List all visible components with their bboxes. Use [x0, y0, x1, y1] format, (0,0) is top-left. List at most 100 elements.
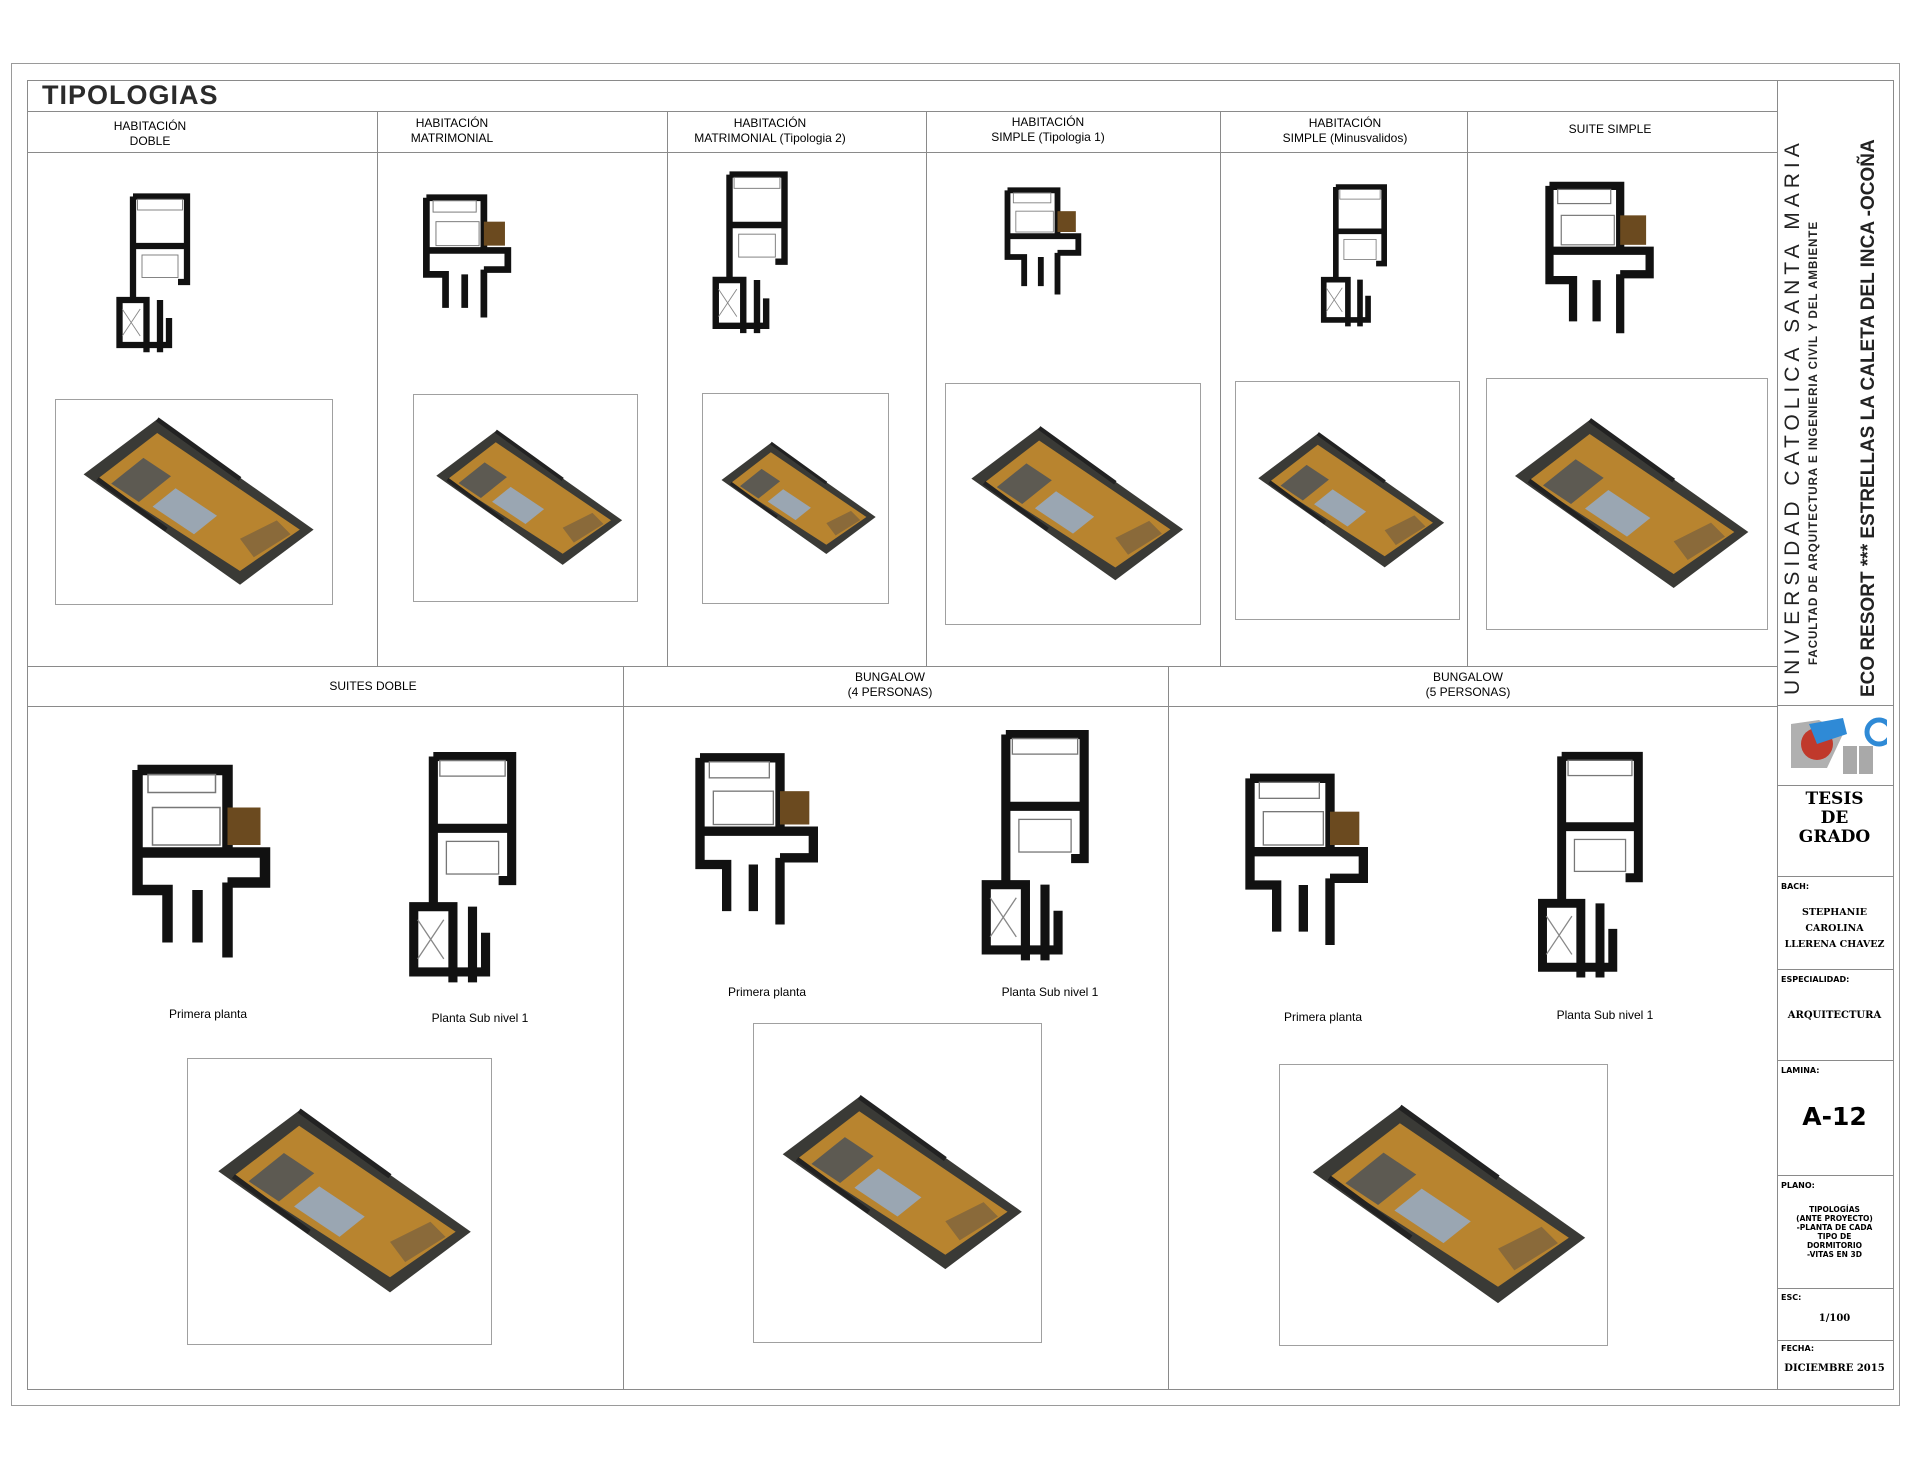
thesis-line: DE — [1820, 808, 1849, 828]
header-line: HABITACIÓN — [1011, 115, 1085, 129]
plan-desc-line: DORMITORIO — [1806, 1241, 1863, 1250]
tb-divider — [1777, 1288, 1894, 1289]
header-line: SUITES DOBLE — [329, 679, 417, 693]
plan-suite-simple — [1530, 180, 1675, 345]
tb-divider — [1777, 1340, 1894, 1341]
author-line: STEPHANIE — [1801, 907, 1868, 918]
col-divider — [926, 111, 927, 666]
header-habitacion-simple-minusvalidos: HABITACIÓN SIMPLE (Minusvalidos) — [1255, 116, 1435, 146]
caption-bungalow4-subnivel: Planta Sub nivel 1 — [1001, 985, 1099, 999]
col-divider — [623, 666, 624, 1390]
university-logo — [1791, 717, 1887, 774]
project-name: ECO RESORT *** ESTRELLAS LA CALETA DEL I… — [1858, 139, 1879, 697]
sheet-title: TIPOLOGIAS — [42, 80, 219, 110]
header-line: SIMPLE (Minusvalidos) — [1282, 131, 1408, 145]
drawing-frame — [27, 80, 1894, 1390]
header-habitacion-simple-t1: HABITACIÓN SIMPLE (Tipologia 1) — [958, 115, 1138, 145]
sheet-label: LAMINA: — [1781, 1066, 1820, 1075]
caption-suites-doble-subnivel: Planta Sub nivel 1 — [431, 1011, 529, 1025]
plan-bungalow4-subnivel — [965, 728, 1125, 963]
plan-desc-line: TIPO DE — [1817, 1232, 1852, 1241]
plan-desc-line: -VITAS EN 3D — [1807, 1250, 1862, 1259]
plan-desc-line: (ANTE PROYECTO) — [1796, 1214, 1873, 1223]
view-3d-habitacion-doble — [55, 399, 333, 605]
view-3d-suite-simple — [1486, 378, 1768, 630]
bottom-header-divider — [27, 706, 1777, 707]
plan-habitacion-doble — [115, 183, 205, 363]
header-line: MATRIMONIAL (Tipologia 2) — [694, 131, 846, 145]
header-suites-doble: SUITES DOBLE — [273, 679, 473, 694]
header-line: HABITACIÓN — [113, 119, 187, 133]
header-bungalow-5: BUNGALOW (5 PERSONAS) — [1368, 670, 1568, 700]
header-line: HABITACIÓN — [1308, 116, 1382, 130]
header-habitacion-matrimonial: HABITACIÓN MATRIMONIAL — [362, 116, 542, 146]
title-block-divider — [1777, 80, 1778, 1390]
faculty-name: FACULTAD DE ARQUITECTURA E INGENIERIA CI… — [1808, 220, 1820, 665]
specialty-value: ARQUITECTURA — [1787, 1010, 1882, 1021]
header-line: SIMPLE (Tipologia 1) — [991, 130, 1105, 144]
date-label: FECHA: — [1781, 1344, 1815, 1353]
plan-label: PLANO: — [1781, 1181, 1815, 1190]
plan-habitacion-simple-minusvalidos — [1310, 183, 1410, 328]
plan-desc-line: TIPOLOGÍAS — [1809, 1205, 1860, 1214]
header-line: MATRIMONIAL — [410, 131, 494, 145]
tb-divider — [1777, 876, 1894, 877]
col-divider — [667, 111, 668, 666]
col-divider — [377, 111, 378, 666]
tb-divider — [1777, 1175, 1894, 1176]
bach-label: BACH: — [1781, 882, 1810, 891]
header-line: BUNGALOW — [854, 670, 925, 684]
thesis-line: GRADO — [1798, 827, 1871, 847]
plan-suites-doble-primera — [115, 750, 295, 985]
plan-habitacion-matrimonial-t2 — [702, 170, 812, 335]
header-suite-simple: SUITE SIMPLE — [1520, 122, 1700, 137]
header-line: BUNGALOW — [1432, 670, 1503, 684]
tb-divider — [1777, 705, 1894, 706]
plan-bungalow4-primera — [680, 742, 840, 947]
view-3d-habitacion-simple-minusvalidos — [1235, 381, 1460, 620]
author-line: LLERENA CHAVEZ — [1784, 939, 1885, 950]
scale-value: 1/100 — [1818, 1313, 1851, 1324]
header-line: (5 PERSONAS) — [1425, 685, 1511, 699]
header-bungalow-4: BUNGALOW (4 PERSONAS) — [790, 670, 990, 700]
tb-divider — [1777, 785, 1894, 786]
header-line: DOBLE — [129, 134, 171, 148]
university-name: UNIVERSIDAD CATOLICA SANTA MARIA — [1781, 138, 1804, 695]
specialty-label: ESPECIALIDAD: — [1781, 975, 1850, 984]
header-habitacion-doble: HABITACIÓN DOBLE — [60, 119, 240, 149]
col-divider — [1467, 111, 1468, 666]
header-line: HABITACIÓN — [733, 116, 807, 130]
title-row-divider — [27, 111, 1777, 112]
header-habitacion-matrimonial-t2: HABITACIÓN MATRIMONIAL (Tipologia 2) — [660, 116, 880, 146]
caption-suites-doble-primera: Primera planta — [168, 1007, 248, 1021]
header-line: (4 PERSONAS) — [847, 685, 933, 699]
top-header-divider — [27, 152, 1777, 153]
thesis-line: TESIS — [1805, 789, 1864, 809]
plan-habitacion-matrimonial — [412, 185, 527, 335]
header-line: SUITE SIMPLE — [1568, 122, 1652, 136]
sheet-outer-border — [11, 63, 1900, 1406]
view-3d-habitacion-simple-t1 — [945, 383, 1201, 625]
col-divider — [1220, 111, 1221, 666]
plan-desc-line: -PLANTA DE CADA — [1796, 1223, 1873, 1232]
scale-label: ESC: — [1781, 1293, 1802, 1302]
tb-divider — [1777, 969, 1894, 970]
plan-bungalow5-primera — [1230, 760, 1390, 970]
view-3d-bungalow-5 — [1279, 1064, 1608, 1346]
caption-bungalow5-primera: Primera planta — [1283, 1010, 1363, 1024]
header-line: HABITACIÓN — [415, 116, 489, 130]
author-line: CAROLINA — [1805, 923, 1864, 934]
plan-habitacion-simple-t1 — [995, 177, 1095, 312]
tb-divider — [1777, 1060, 1894, 1061]
sheet-number: A-12 — [1802, 1102, 1867, 1131]
plan-bungalow5-subnivel — [1520, 750, 1680, 980]
plan-description: TIPOLOGÍAS (ANTE PROYECTO) -PLANTA DE CA… — [1779, 1205, 1890, 1259]
thesis-title: TESIS DE GRADO — [1779, 790, 1890, 847]
caption-bungalow5-subnivel: Planta Sub nivel 1 — [1556, 1008, 1654, 1022]
date-value: DICIEMBRE 2015 — [1784, 1363, 1885, 1374]
col-divider — [1168, 666, 1169, 1390]
view-3d-suites-doble — [187, 1058, 492, 1345]
view-3d-habitacion-matrimonial — [413, 394, 638, 602]
author-name: STEPHANIE CAROLINA LLERENA CHAVEZ — [1779, 905, 1890, 953]
row-divider — [27, 666, 1777, 667]
